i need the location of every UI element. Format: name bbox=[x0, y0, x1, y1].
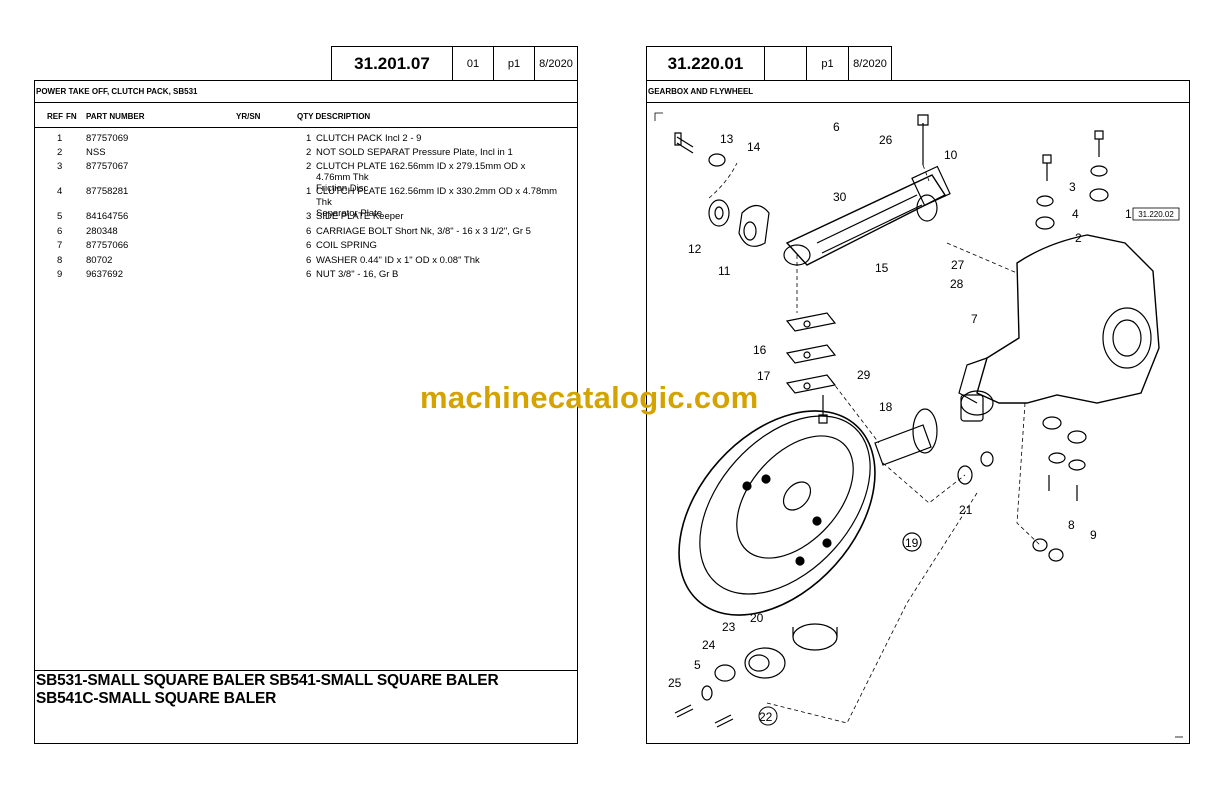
left-page-code: 31.201.07 bbox=[331, 46, 453, 81]
callout-20: 20 bbox=[750, 611, 764, 625]
callout-21: 21 bbox=[959, 503, 973, 517]
callout-15: 15 bbox=[875, 261, 889, 275]
col-fn: FN bbox=[66, 112, 77, 121]
row-qty: 1 bbox=[306, 186, 312, 197]
col-yrsn: YR/SN bbox=[236, 112, 261, 121]
row-description: WASHER 0.44" ID x 1" OD x 0.08" Thk bbox=[316, 255, 480, 266]
row-description: NOT SOLD SEPARAT Pressure Plate, Incl in… bbox=[316, 147, 513, 158]
row-qty: 6 bbox=[306, 269, 312, 280]
row-description: COIL SPRING bbox=[316, 240, 377, 251]
row-part-number: NSS bbox=[86, 147, 106, 158]
callout-28: 28 bbox=[950, 277, 964, 291]
row-qty: 1 bbox=[306, 133, 312, 144]
row-qty: 3 bbox=[306, 211, 312, 222]
left-section-title: POWER TAKE OFF, CLUTCH PACK, SB531 bbox=[36, 87, 198, 96]
right-page-number: p1 bbox=[806, 46, 849, 81]
gearbox-flywheel-diagram: 31.220.02 1 2 3 4 5 6 7 8 9 10 11 12 13 … bbox=[654, 112, 1183, 738]
row-description: CLUTCH PLATE 162.56mm ID x 279.15mm OD x… bbox=[316, 161, 526, 194]
row-ref: 4 bbox=[57, 186, 63, 197]
callout-24: 24 bbox=[702, 638, 716, 652]
left-page-number: p1 bbox=[493, 46, 535, 81]
callout-25: 25 bbox=[668, 676, 682, 690]
row-ref: 3 bbox=[57, 161, 63, 172]
right-section-title: GEARBOX AND FLYWHEEL bbox=[648, 87, 754, 96]
gearbox-housing-part bbox=[958, 234, 1160, 422]
row-description: CARRIAGE BOLT Short Nk, 3/8" - 16 x 3 1/… bbox=[316, 226, 531, 237]
row-description: CLUTCH PLATE 162.56mm ID x 330.2mm OD x … bbox=[316, 186, 558, 219]
callout-8: 8 bbox=[1068, 518, 1075, 532]
row-part-number: 87757066 bbox=[86, 240, 129, 251]
left-header-rule bbox=[34, 127, 578, 128]
callout-19: 19 bbox=[905, 536, 919, 550]
row-ref: 1 bbox=[57, 133, 63, 144]
callout-7: 7 bbox=[971, 312, 978, 326]
callout-29: 29 bbox=[857, 368, 871, 382]
flywheel-part bbox=[678, 410, 876, 616]
left-revision: 01 bbox=[452, 46, 494, 81]
right-revision bbox=[764, 46, 807, 81]
col-part-number: PART NUMBER bbox=[86, 112, 145, 121]
right-page-code: 31.220.01 bbox=[646, 46, 765, 81]
callout-6: 6 bbox=[833, 120, 840, 134]
row-ref: 2 bbox=[57, 147, 63, 158]
row-qty: 6 bbox=[306, 240, 312, 251]
models-line-2: SB541C-SMALL SQUARE BALER bbox=[36, 690, 277, 707]
left-title-rule bbox=[34, 102, 578, 103]
callout-17: 17 bbox=[757, 369, 771, 383]
row-ref: 6 bbox=[57, 226, 63, 237]
callout-labels: 1 2 3 4 5 6 7 8 9 10 11 12 13 14 15 16 1… bbox=[668, 120, 1132, 724]
callout-18: 18 bbox=[879, 400, 893, 414]
callout-12: 12 bbox=[688, 242, 702, 256]
row-ref: 8 bbox=[57, 255, 63, 266]
row-part-number: 87758281 bbox=[86, 186, 129, 197]
applicable-models: SB531-SMALL SQUARE BALER SB541-SMALL SQU… bbox=[36, 672, 576, 708]
callout-26: 26 bbox=[879, 133, 893, 147]
callout-4: 4 bbox=[1072, 207, 1079, 221]
col-qty-description: QTY DESCRIPTION bbox=[297, 112, 371, 121]
reference-box-label: 31.220.02 bbox=[1138, 210, 1174, 219]
left-panel-frame bbox=[34, 80, 578, 744]
row-part-number: 87757067 bbox=[86, 161, 129, 172]
row-description: SIDE PLATE Keeper bbox=[316, 211, 404, 222]
callout-16: 16 bbox=[753, 343, 767, 357]
row-part-number: 80702 bbox=[86, 255, 113, 266]
callout-1: 1 bbox=[1125, 207, 1132, 221]
row-qty: 6 bbox=[306, 226, 312, 237]
row-part-number: 84164756 bbox=[86, 211, 129, 222]
callout-10: 10 bbox=[944, 148, 958, 162]
callout-23: 23 bbox=[722, 620, 736, 634]
callout-13: 13 bbox=[720, 132, 734, 146]
row-part-number: 87757069 bbox=[86, 133, 129, 144]
callout-11: 11 bbox=[718, 264, 731, 278]
callout-30: 30 bbox=[833, 190, 847, 204]
callout-9: 9 bbox=[1090, 528, 1097, 542]
right-title-rule bbox=[646, 102, 1190, 103]
left-date: 8/2020 bbox=[534, 46, 578, 81]
row-qty: 2 bbox=[306, 161, 312, 172]
watermark: machinecatalogic.com bbox=[420, 380, 759, 415]
row-ref: 5 bbox=[57, 211, 63, 222]
row-qty: 2 bbox=[306, 147, 312, 158]
callout-27: 27 bbox=[951, 258, 965, 272]
arm-assembly-part bbox=[783, 165, 951, 266]
row-ref: 7 bbox=[57, 240, 63, 251]
left-models-rule bbox=[34, 670, 578, 671]
callout-5: 5 bbox=[694, 658, 701, 672]
models-line-1: SB531-SMALL SQUARE BALER SB541-SMALL SQU… bbox=[36, 672, 499, 689]
row-part-number: 280348 bbox=[86, 226, 118, 237]
callout-3: 3 bbox=[1069, 180, 1076, 194]
col-ref: REF bbox=[47, 112, 63, 121]
row-description: CLUTCH PACK Incl 2 - 9 bbox=[316, 133, 422, 144]
row-qty: 6 bbox=[306, 255, 312, 266]
callout-2: 2 bbox=[1075, 231, 1082, 245]
row-part-number: 9637692 bbox=[86, 269, 123, 280]
row-ref: 9 bbox=[57, 269, 63, 280]
row-description: NUT 3/8" - 16, Gr B bbox=[316, 269, 399, 280]
callout-22: 22 bbox=[759, 710, 773, 724]
right-date: 8/2020 bbox=[848, 46, 892, 81]
callout-14: 14 bbox=[747, 140, 761, 154]
right-panel-frame bbox=[646, 80, 1190, 744]
